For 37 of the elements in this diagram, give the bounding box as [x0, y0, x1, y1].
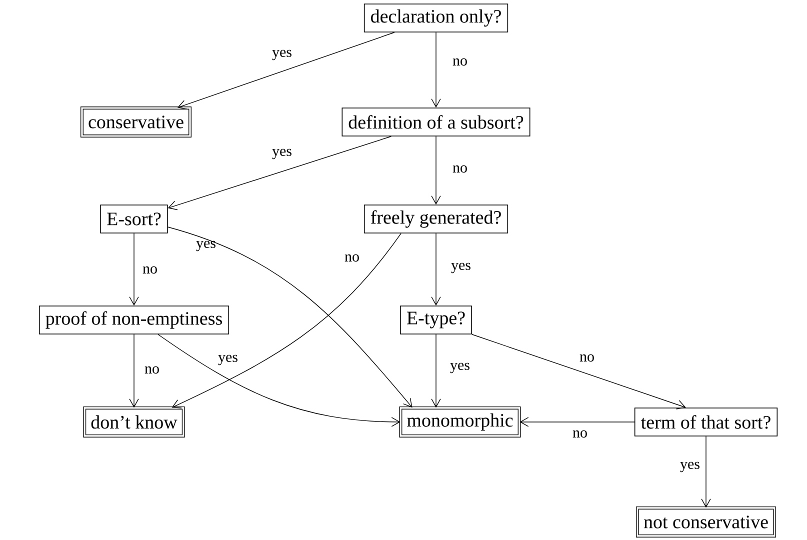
- decision-box: E-type?: [400, 306, 472, 334]
- edge-label: no: [142, 266, 157, 274]
- arrow: [129, 334, 139, 408]
- arrow: [177, 32, 395, 110]
- edge-label: yes: [196, 240, 216, 252]
- edge-label: no: [144, 366, 159, 374]
- result-box: not conservative: [636, 506, 776, 538]
- decision-box: definition of a subsort?: [342, 108, 530, 136]
- edge-label: yes: [680, 462, 700, 472]
- decision-box: proof of non-emptiness: [38, 306, 230, 334]
- edge-label: yes: [272, 148, 292, 160]
- edge-label: yes: [450, 362, 470, 374]
- edge-label: no: [572, 430, 587, 438]
- edge-label: no: [580, 354, 594, 362]
- arrow: [431, 32, 441, 108]
- arrow: [431, 233, 441, 306]
- edge-label: yes: [272, 50, 292, 60]
- arrow: [431, 334, 441, 408]
- arrow: [168, 136, 392, 210]
- result-box: monomorphic: [399, 406, 521, 438]
- result-box: conservative: [80, 106, 192, 138]
- arrow: [520, 417, 635, 427]
- edge-label: no: [452, 165, 467, 173]
- decision-box: E-sort?: [100, 204, 168, 234]
- arrow: [158, 334, 400, 427]
- arrow: [431, 136, 441, 205]
- edge-label: yes: [218, 354, 238, 366]
- arrow: [472, 334, 686, 410]
- decision-box: freely generated?: [364, 204, 508, 234]
- decision-box: term of that sort?: [634, 408, 778, 436]
- arrow: [129, 233, 139, 306]
- arrow: [701, 436, 711, 508]
- edge-label: no: [452, 58, 467, 66]
- edge-label: yes: [451, 262, 470, 274]
- result-box: don’t know: [83, 406, 185, 438]
- decision-box: declaration only?: [364, 4, 508, 32]
- edge-label: no: [344, 254, 359, 262]
